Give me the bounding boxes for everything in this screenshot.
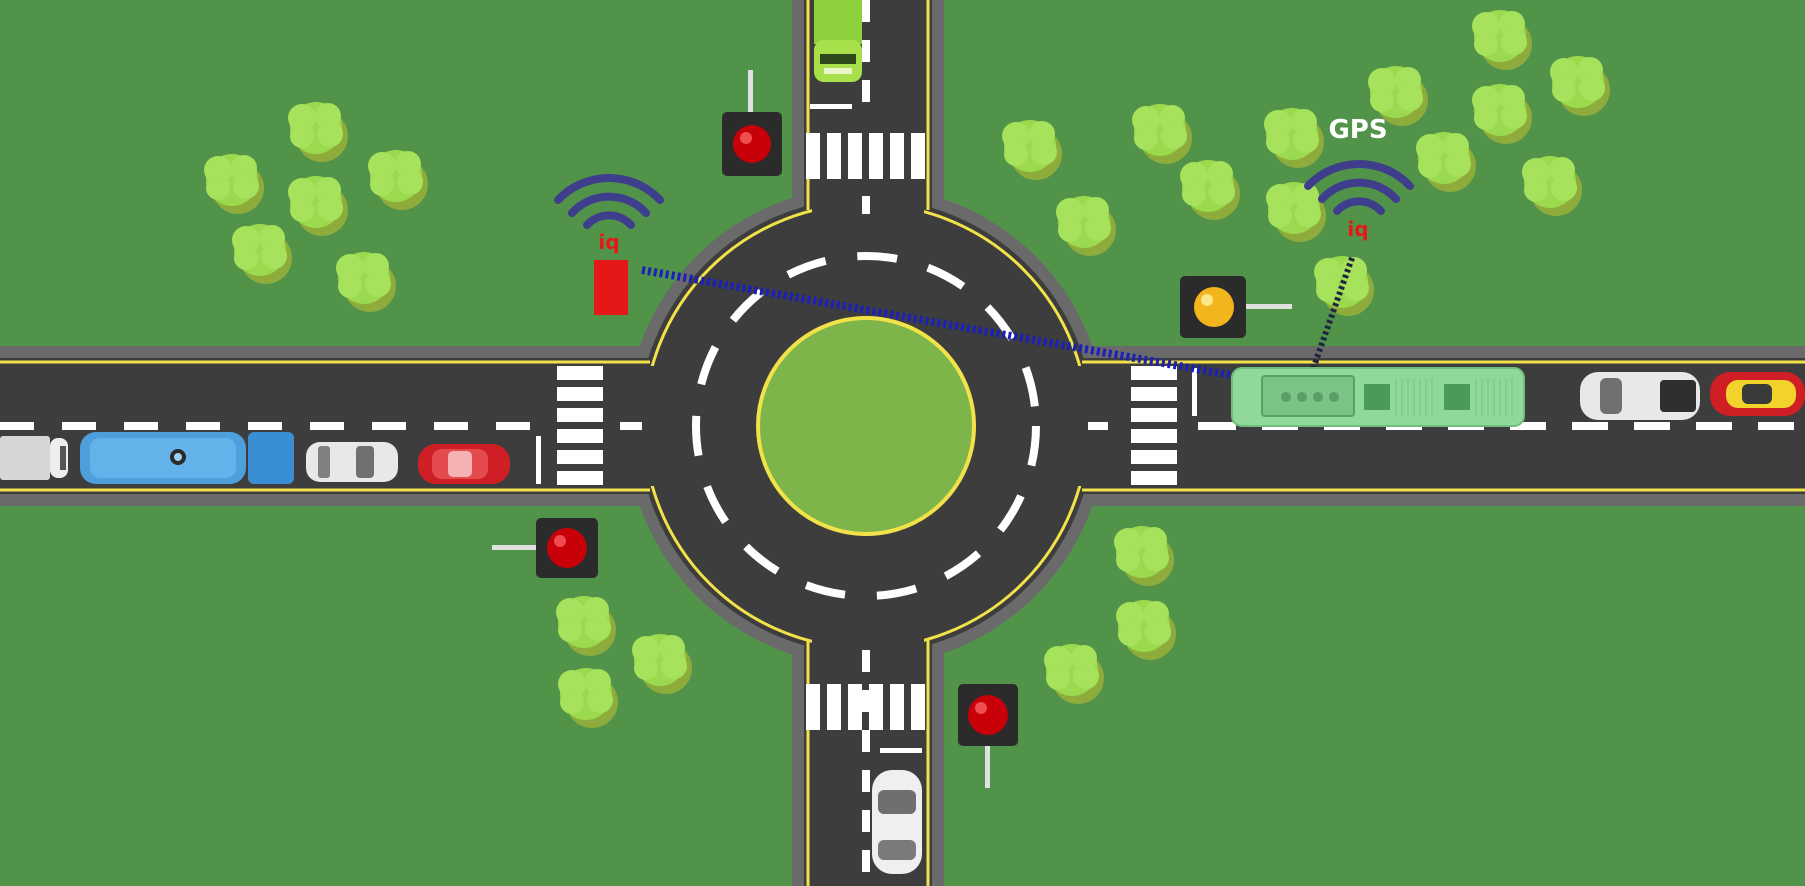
vehicle-white-truck bbox=[0, 436, 68, 480]
stop-lines bbox=[536, 104, 1197, 753]
signal-south-west bbox=[492, 518, 598, 578]
wifi-icon bbox=[554, 174, 664, 229]
inner-lane-ring bbox=[692, 252, 1040, 600]
crosswalk-east bbox=[1131, 366, 1177, 485]
gps-iq-label: iq bbox=[1347, 217, 1368, 241]
signal-east bbox=[1180, 276, 1292, 338]
vehicle-priority-bus bbox=[1231, 367, 1525, 427]
beacon-link bbox=[641, 266, 1259, 384]
vehicle-blue-bus bbox=[80, 432, 294, 484]
vehicle-white-van bbox=[306, 442, 398, 482]
signal-south-east bbox=[958, 684, 1018, 788]
vehicle-red-car bbox=[418, 444, 510, 484]
signal-north-west bbox=[722, 70, 782, 176]
gps-link bbox=[1309, 257, 1355, 373]
vehicle-white-pickup bbox=[1580, 372, 1700, 420]
crosswalk-south bbox=[806, 684, 925, 730]
roadside-beacon bbox=[594, 260, 628, 315]
road-joins bbox=[604, 180, 1130, 674]
vehicle-red-sports-car bbox=[1710, 372, 1805, 416]
crosswalk-west bbox=[557, 366, 603, 485]
crosswalk-north bbox=[806, 133, 925, 179]
gps-wifi-icon bbox=[1304, 160, 1414, 215]
vehicle-green-truck bbox=[814, 0, 862, 82]
central-island bbox=[756, 316, 976, 536]
beacon-iq-label: iq bbox=[598, 230, 619, 254]
vehicle-white-car-south bbox=[872, 770, 922, 874]
gps-label: GPS bbox=[1328, 115, 1387, 145]
